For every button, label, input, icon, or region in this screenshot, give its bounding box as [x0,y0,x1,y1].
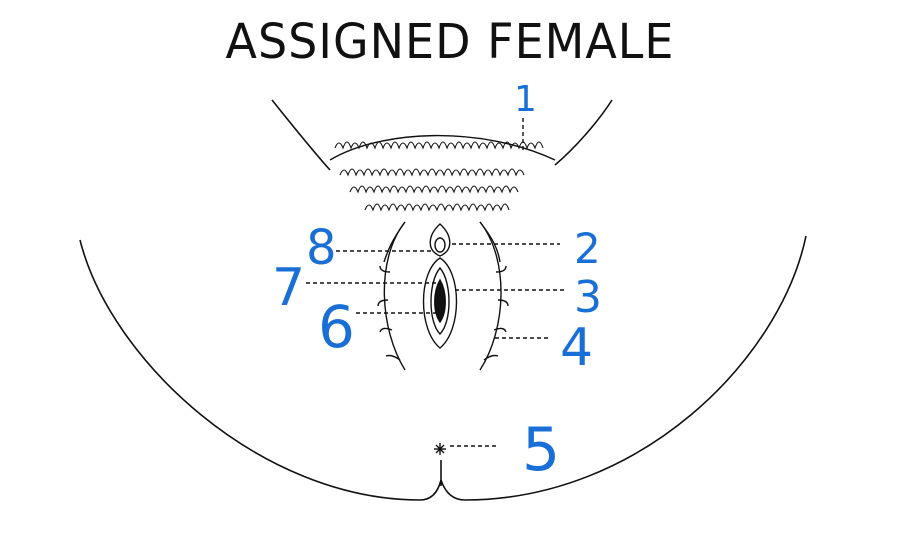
marker-2: 2 [574,224,601,273]
marker-8: 8 [306,220,337,276]
marker-6: 6 [318,293,355,361]
leader-lines [306,118,565,447]
left-buttock-line [79,239,442,501]
anus-mark [434,443,446,455]
right-groin-line [554,99,613,166]
marker-7: 7 [272,258,306,318]
marker-4: 4 [560,318,594,378]
right-buttock-line [440,235,807,501]
clitoris-drawing [429,223,451,257]
diagram-title: ASSIGNED FEMALE [225,12,675,70]
marker-5: 5 [522,415,561,485]
marker-3: 3 [574,272,602,323]
vaginal-opening [434,278,446,324]
labia-minora [422,257,458,349]
marker-1: 1 [514,79,537,120]
clitoris-glans [434,237,446,253]
pubic-hair [329,134,556,212]
body-outline [79,99,807,501]
left-groin-line [271,99,331,171]
